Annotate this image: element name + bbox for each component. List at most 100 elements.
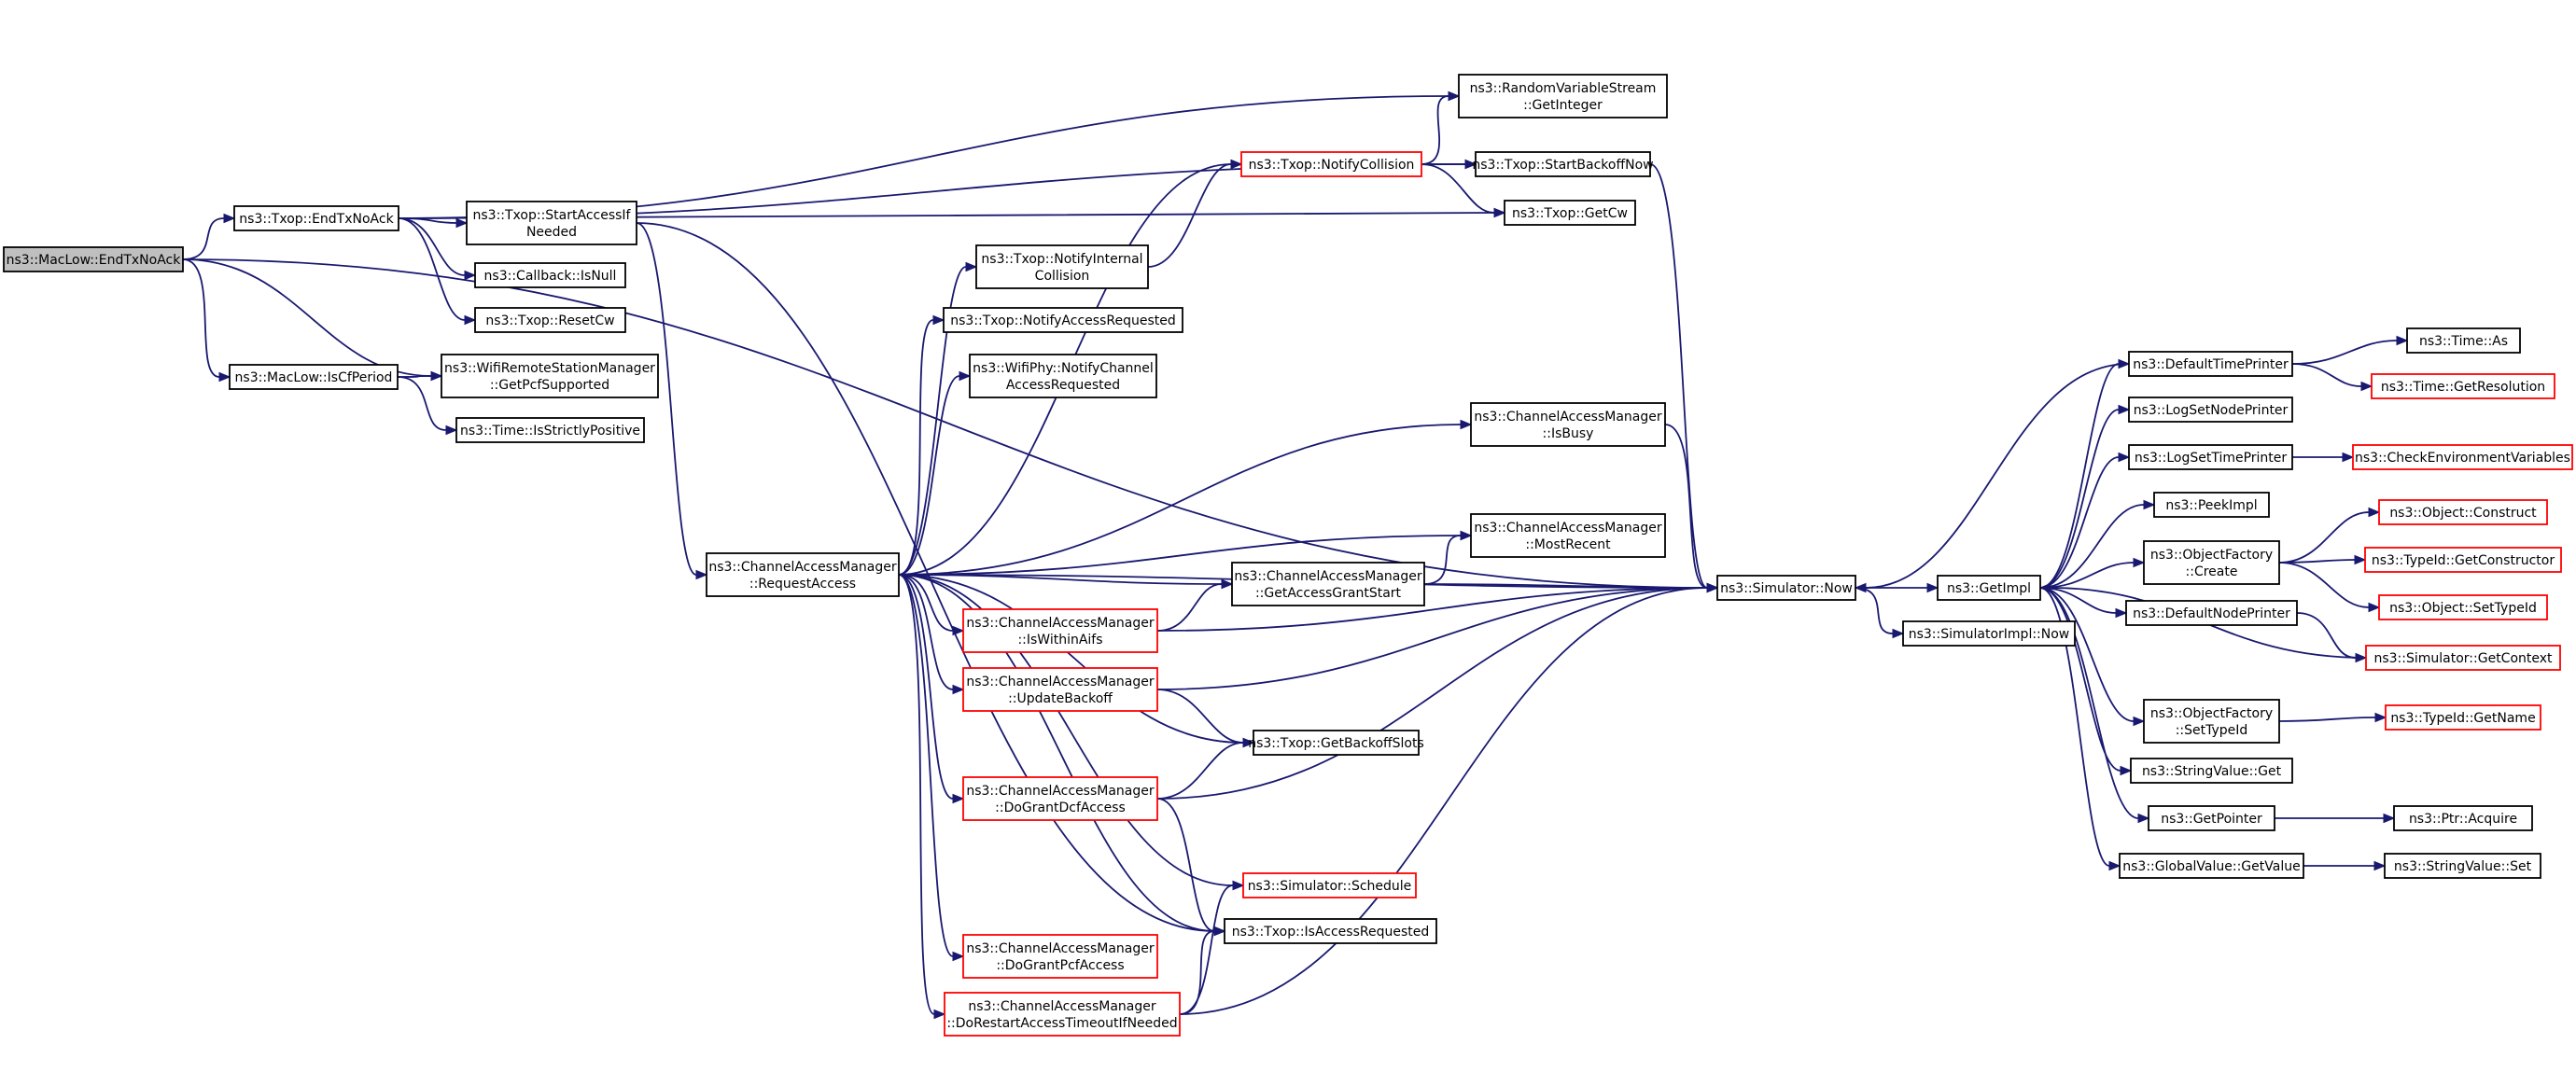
edge-path	[182, 217, 225, 260]
edge-cam_getaccessgrantstart-to-cam_mostrecent	[1423, 530, 1473, 585]
edge-path	[1156, 742, 1244, 800]
edge-maclow_iscfperiod-to-time_isstrictlypositive	[397, 376, 458, 436]
edge-txop_notifycollision-to-txop_getcw	[1421, 163, 1506, 218]
edge-path	[1423, 583, 1708, 589]
node-maclow_endtxnoack[interactable]: ns3::MacLow::EndTxNoAck	[3, 246, 184, 272]
node-stringvalue_set[interactable]: ns3::StringValue::Set	[2384, 853, 2541, 879]
node-maclow_iscfperiod[interactable]: ns3::MacLow::IsCfPeriod	[229, 364, 399, 390]
node-globalvalue_getvalue[interactable]: ns3::GlobalValue::GetValue	[2119, 853, 2304, 879]
node-cam_requestaccess[interactable]: ns3::ChannelAccessManager::RequestAccess	[706, 552, 900, 597]
node-label: ns3::Simulator::GetContext	[2373, 651, 2553, 666]
node-simulator_schedule[interactable]: ns3::Simulator::Schedule	[1242, 872, 1417, 898]
arrowhead-icon	[2108, 860, 2121, 871]
node-cam_updatebackoff[interactable]: ns3::ChannelAccessManager::UpdateBackoff	[962, 667, 1158, 712]
node-txop_resetcw[interactable]: ns3::Txop::ResetCw	[474, 307, 626, 333]
arrowhead-icon	[2396, 335, 2409, 346]
node-box	[1458, 74, 1668, 118]
node-label: ns3::Object::Construct	[2389, 506, 2537, 521]
node-label: ns3::LogSetNodePrinter	[2134, 403, 2289, 418]
node-cam_dograntdcf[interactable]: ns3::ChannelAccessManager::DoGrantDcfAcc…	[962, 776, 1158, 821]
node-simulator_getcontext[interactable]: ns3::Simulator::GetContext	[2365, 645, 2561, 671]
node-simulatorimpl_now[interactable]: ns3::SimulatorImpl::Now	[1902, 620, 2076, 647]
node-logsetnodeprinter[interactable]: ns3::LogSetNodePrinter	[2128, 397, 2293, 423]
edge-maclow_endtxnoack-to-wifiremote_getpcf	[182, 258, 443, 382]
node-cam_mostrecent[interactable]: ns3::ChannelAccessManager::MostRecent	[1470, 513, 1666, 558]
arrowhead-icon	[2133, 557, 2146, 568]
node-getimpl[interactable]: ns3::GetImpl	[1937, 575, 2041, 601]
node-simulator_now[interactable]: ns3::Simulator::Now	[1716, 575, 1856, 601]
node-box	[1470, 513, 1666, 558]
arrowhead-icon	[959, 370, 972, 382]
node-label: ::GetInteger	[1523, 98, 1603, 113]
node-label: ns3::ChannelAccessManager	[966, 616, 1155, 631]
node-wifiphy_notifychannel[interactable]: ns3::WifiPhy::NotifyChannelAccessRequest…	[969, 354, 1157, 398]
edge-txop_notifycollision-to-rvs_getinteger	[1421, 90, 1461, 165]
node-txop_notifycollision[interactable]: ns3::Txop::NotifyCollision	[1240, 151, 1422, 177]
edge-path	[2291, 340, 2398, 365]
node-rvs_getinteger[interactable]: ns3::RandomVariableStream::GetInteger	[1458, 74, 1668, 118]
edge-txop_notifycollision-to-txop_startbackoffnow	[1421, 159, 1477, 170]
node-label: Collision	[1035, 269, 1090, 284]
node-label: ns3::GetPointer	[2161, 812, 2262, 827]
node-typeid_getconstructor[interactable]: ns3::TypeId::GetConstructor	[2364, 547, 2562, 573]
node-logsettimeprinter[interactable]: ns3::LogSetTimePrinter	[2128, 444, 2293, 470]
node-stringvalue_get[interactable]: ns3::StringValue::Get	[2130, 758, 2293, 784]
node-txop_getbackoffslots[interactable]: ns3::Txop::GetBackoffSlots	[1248, 730, 1424, 756]
node-peekimpl[interactable]: ns3::PeekImpl	[2153, 492, 2270, 518]
node-label: ns3::Time::As	[2419, 334, 2508, 349]
node-object_construct[interactable]: ns3::Object::Construct	[2378, 499, 2548, 525]
node-box	[2378, 594, 2548, 620]
arrowhead-icon	[445, 425, 458, 436]
node-txop_startbackoffnow[interactable]: ns3::Txop::StartBackoffNow	[1472, 151, 1654, 177]
arrowhead-icon	[1460, 530, 1473, 541]
arrowhead-icon	[2137, 813, 2150, 824]
node-cam_getaccessgrantstart[interactable]: ns3::ChannelAccessManager::GetAccessGran…	[1231, 562, 1425, 606]
edge-defaulttimeprinter-to-time_as	[2291, 335, 2409, 365]
edge-path	[898, 574, 954, 957]
node-defaulttimeprinter[interactable]: ns3::DefaultTimePrinter	[2128, 351, 2293, 377]
node-label: ns3::Txop::NotifyCollision	[1249, 158, 1415, 173]
node-txop_notifyaccessrequested[interactable]: ns3::Txop::NotifyAccessRequested	[943, 307, 1183, 333]
node-time_as[interactable]: ns3::Time::As	[2406, 327, 2521, 354]
node-objectfactory_settypeid[interactable]: ns3::ObjectFactory::SetTypeId	[2143, 699, 2280, 744]
edge-getimpl-to-globalvalue_getvalue	[2039, 587, 2121, 871]
node-label: ns3::Txop::EndTxNoAck	[239, 212, 394, 227]
node-ptr_acquire[interactable]: ns3::Ptr::Acquire	[2393, 805, 2533, 831]
edge-path	[1156, 587, 1708, 632]
edge-cam_dorestart-to-simulator_now	[1179, 582, 1719, 1015]
node-wifiremote_getpcf[interactable]: ns3::WifiRemoteStationManager::GetPcfSup…	[441, 354, 659, 398]
edge-path	[2039, 587, 2139, 819]
node-defaultnodeprinter[interactable]: ns3::DefaultNodePrinter	[2125, 600, 2298, 626]
edge-path	[2039, 363, 2120, 589]
node-time_isstrictlypositive[interactable]: ns3::Time::IsStrictlyPositive	[455, 417, 645, 443]
node-txop_isaccessrequested[interactable]: ns3::Txop::IsAccessRequested	[1224, 918, 1437, 944]
node-getpointer[interactable]: ns3::GetPointer	[2148, 805, 2275, 831]
arrowhead-icon	[1221, 578, 1234, 590]
node-cam_dorestart[interactable]: ns3::ChannelAccessManager::DoRestartAcce…	[944, 992, 1181, 1037]
node-object_settypeid[interactable]: ns3::Object::SetTypeId	[2378, 594, 2548, 620]
edge-path	[898, 574, 954, 632]
node-label: ::RequestAccess	[749, 577, 856, 592]
edge-cam_requestaccess-to-txop_notifyaccessrequested	[898, 314, 945, 576]
edge-getpointer-to-ptr_acquire	[2274, 813, 2396, 824]
node-cam_isbusy[interactable]: ns3::ChannelAccessManager::IsBusy	[1470, 402, 1666, 447]
node-objectfactory_create[interactable]: ns3::ObjectFactory::Create	[2143, 540, 2280, 585]
node-label: ns3::MacLow::IsCfPeriod	[235, 370, 393, 385]
node-txop_endtxnoack[interactable]: ns3::Txop::EndTxNoAck	[233, 205, 399, 231]
node-typeid_getname[interactable]: ns3::TypeId::GetName	[2385, 704, 2541, 731]
node-callback_isnull[interactable]: ns3::Callback::IsNull	[474, 262, 626, 288]
edge-objectfactory_create-to-object_settypeid	[2278, 562, 2381, 613]
node-box	[2352, 444, 2573, 470]
edge-cam_dorestart-to-txop_isaccessrequested	[1179, 926, 1226, 1015]
node-cam_dograntpcf[interactable]: ns3::ChannelAccessManager::DoGrantPcfAcc…	[962, 934, 1158, 979]
arrowhead-icon	[2360, 381, 2373, 392]
edge-path	[2278, 717, 2376, 722]
node-checkenvvars[interactable]: ns3::CheckEnvironmentVariables	[2352, 444, 2573, 470]
node-time_getresolution[interactable]: ns3::Time::GetResolution	[2371, 373, 2555, 399]
edge-path	[2278, 559, 2356, 564]
node-txop_getcw[interactable]: ns3::Txop::GetCw	[1504, 200, 1636, 226]
node-cam_iswithinaifs[interactable]: ns3::ChannelAccessManager::IsWithinAifs	[962, 608, 1158, 653]
node-label: ns3::Txop::StartBackoffNow	[1472, 158, 1653, 173]
